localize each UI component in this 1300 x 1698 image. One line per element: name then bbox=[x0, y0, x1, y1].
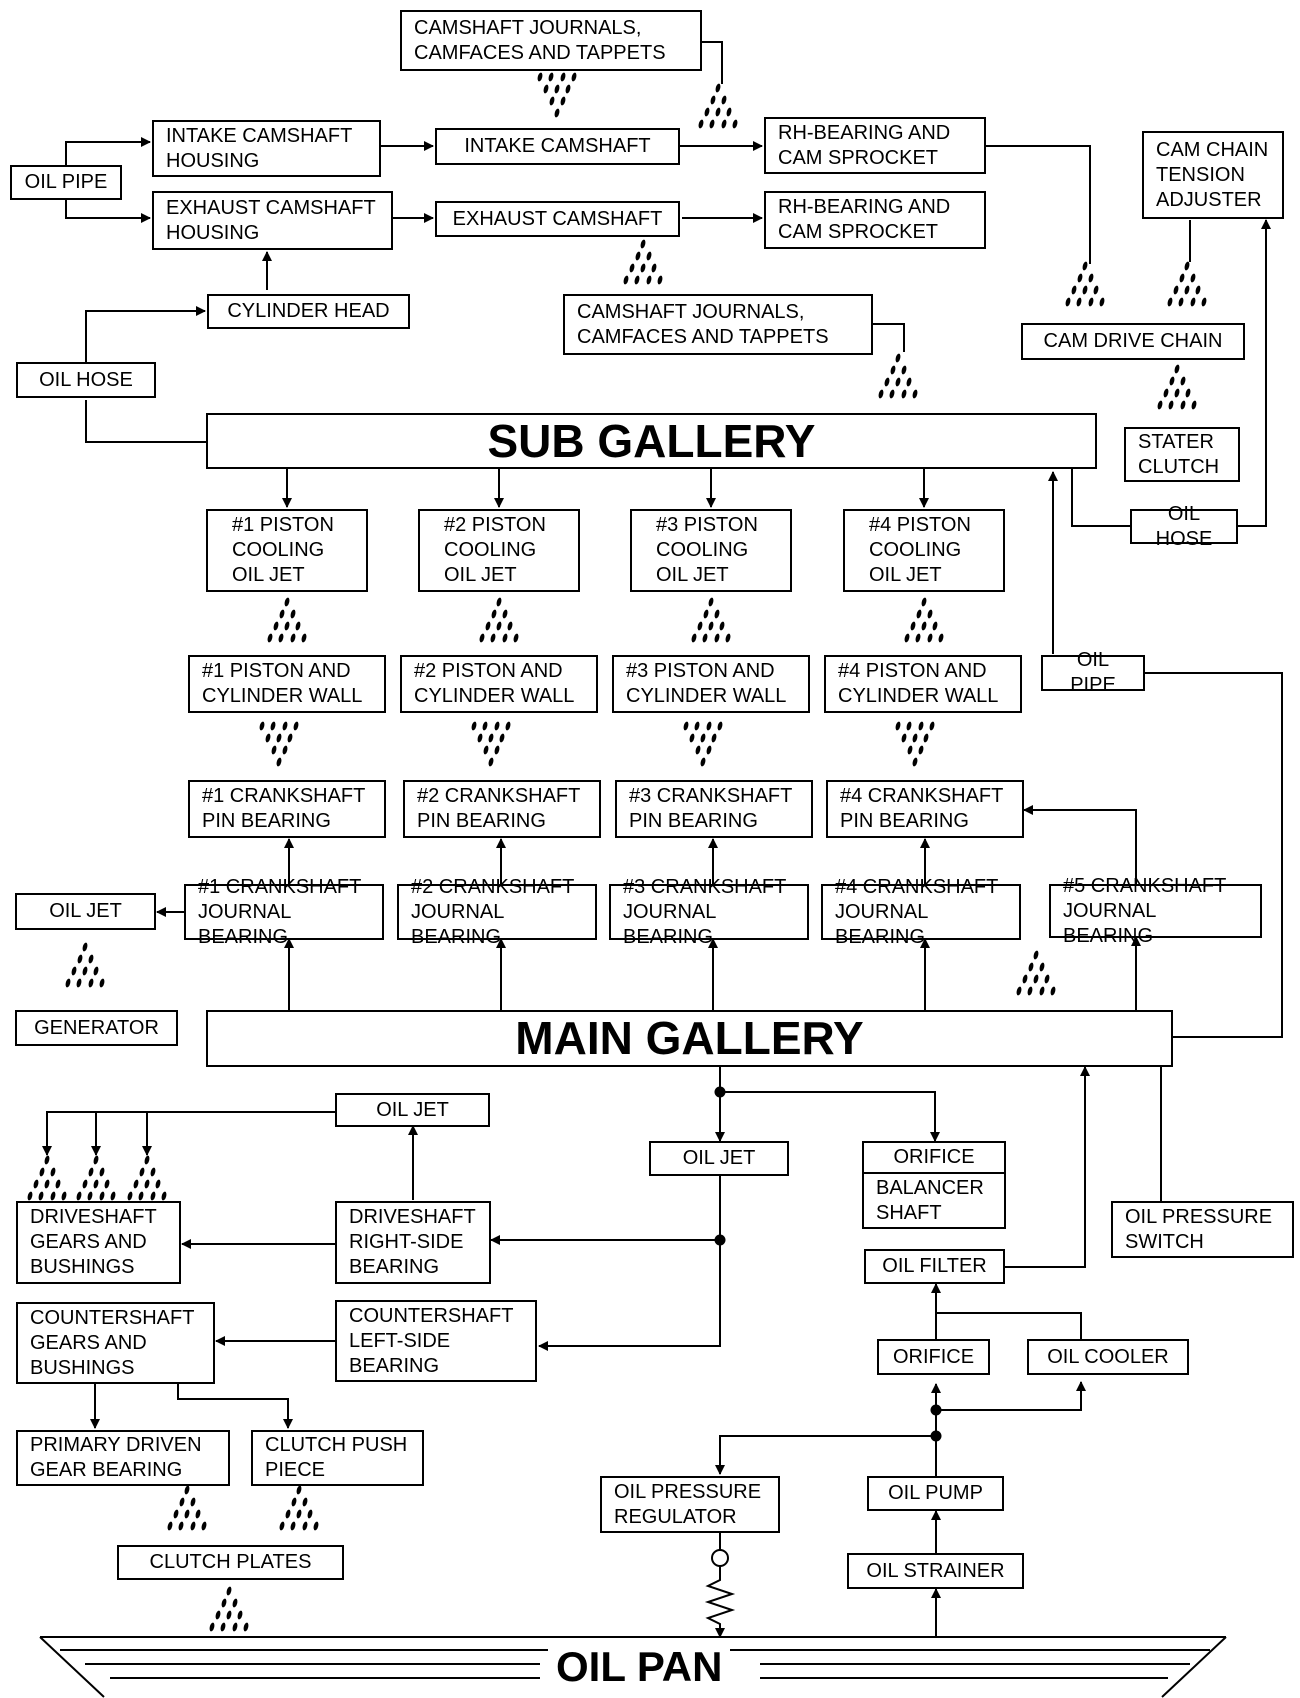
stater-clutch-box: STATER CLUTCH bbox=[1124, 427, 1240, 482]
camshaft-journals-mid-box: CAMSHAFT JOURNALS, CAMFACES AND TAPPETS bbox=[563, 294, 873, 355]
oil-cooler-box: OIL COOLER bbox=[1027, 1339, 1189, 1375]
generator-box: GENERATOR bbox=[15, 1010, 178, 1046]
crankshaft-journal-bearing-3-box: #3 CRANKSHAFT JOURNAL BEARING bbox=[609, 876, 809, 948]
oil-pan-label: OIL PAN bbox=[548, 1643, 731, 1691]
countershaft-gears-bushings-box: COUNTERSHAFT GEARS AND BUSHINGS bbox=[16, 1302, 215, 1384]
oil-pipe-mid-box: OIL PIPE bbox=[1041, 649, 1145, 696]
crankshaft-pin-bearing-4-box: #4 CRANKSHAFT PIN BEARING bbox=[826, 780, 1024, 838]
piston-cooling-oil-jet-1-box: #1 PISTON COOLING OIL JET bbox=[206, 509, 368, 592]
crankshaft-journal-bearing-5-box: #5 CRANKSHAFT JOURNAL BEARING bbox=[1049, 875, 1262, 947]
orifice-bottom-box: ORIFICE bbox=[877, 1339, 990, 1375]
camshaft-journals-top-box: CAMSHAFT JOURNALS, CAMFACES AND TAPPETS bbox=[400, 10, 702, 71]
oil-pump-box: OIL PUMP bbox=[867, 1476, 1004, 1511]
driveshaft-right-side-bearing-box: DRIVESHAFT RIGHT-SIDE BEARING bbox=[335, 1201, 491, 1284]
oil-jet-center-box: OIL JET bbox=[649, 1141, 789, 1176]
exhaust-camshaft-box: EXHAUST CAMSHAFT bbox=[435, 201, 680, 237]
intake-camshaft-box: INTAKE CAMSHAFT bbox=[435, 128, 680, 165]
intake-camshaft-housing-box: INTAKE CAMSHAFT HOUSING bbox=[152, 120, 381, 177]
piston-cylinder-wall-4-box: #4 PISTON AND CYLINDER WALL bbox=[824, 655, 1022, 713]
crankshaft-pin-bearing-3-box: #3 CRANKSHAFT PIN BEARING bbox=[615, 780, 813, 838]
oil-pressure-switch-box: OIL PRESSURE SWITCH bbox=[1111, 1201, 1294, 1258]
oil-filter-box: OIL FILTER bbox=[864, 1249, 1005, 1284]
clutch-push-piece-box: CLUTCH PUSH PIECE bbox=[251, 1430, 424, 1486]
piston-cylinder-wall-2-box: #2 PISTON AND CYLINDER WALL bbox=[400, 655, 598, 713]
piston-cylinder-wall-3-box: #3 PISTON AND CYLINDER WALL bbox=[612, 655, 810, 713]
piston-cooling-oil-jet-4-box: #4 PISTON COOLING OIL JET bbox=[843, 509, 1005, 592]
rh-bearing-cam-sprocket-1-box: RH-BEARING AND CAM SPROCKET bbox=[764, 117, 986, 174]
oil-hose-left-box: OIL HOSE bbox=[16, 362, 156, 398]
main-gallery-box: MAIN GALLERY bbox=[206, 1010, 1173, 1067]
piston-cooling-oil-jet-2-box: #2 PISTON COOLING OIL JET bbox=[418, 509, 580, 592]
clutch-plates-box: CLUTCH PLATES bbox=[117, 1545, 344, 1580]
crankshaft-journal-bearing-4-box: #4 CRANKSHAFT JOURNAL BEARING bbox=[821, 876, 1021, 948]
cam-drive-chain-box: CAM DRIVE CHAIN bbox=[1021, 323, 1245, 360]
oil-jet-driveshaft-box: OIL JET bbox=[335, 1093, 490, 1127]
crankshaft-journal-bearing-2-box: #2 CRANKSHAFT JOURNAL BEARING bbox=[397, 876, 597, 948]
oil-jet-left-box: OIL JET bbox=[15, 893, 156, 930]
countershaft-left-side-bearing-box: COUNTERSHAFT LEFT-SIDE BEARING bbox=[335, 1300, 537, 1382]
crankshaft-pin-bearing-2-box: #2 CRANKSHAFT PIN BEARING bbox=[403, 780, 601, 838]
oil-strainer-box: OIL STRAINER bbox=[847, 1553, 1024, 1589]
rh-bearing-cam-sprocket-2-box: RH-BEARING AND CAM SPROCKET bbox=[764, 191, 986, 249]
oil-hose-right-box: OIL HOSE bbox=[1130, 503, 1238, 550]
cam-chain-tension-adjuster-box: CAM CHAIN TENSION ADJUSTER bbox=[1142, 131, 1284, 219]
piston-cooling-oil-jet-3-box: #3 PISTON COOLING OIL JET bbox=[630, 509, 792, 592]
orifice-balancer-shaft-box: ORIFICE BALANCER SHAFT bbox=[862, 1141, 1006, 1229]
driveshaft-gears-bushings-box: DRIVESHAFT GEARS AND BUSHINGS bbox=[16, 1201, 181, 1284]
crankshaft-pin-bearing-1-box: #1 CRANKSHAFT PIN BEARING bbox=[188, 780, 386, 838]
balancer-shaft-label: BALANCER SHAFT bbox=[876, 1177, 984, 1224]
oil-pipe-top-box: OIL PIPE bbox=[10, 165, 122, 200]
sub-gallery-box: SUB GALLERY bbox=[206, 413, 1097, 469]
piston-cylinder-wall-1-box: #1 PISTON AND CYLINDER WALL bbox=[188, 655, 386, 713]
junction-dots bbox=[714, 1086, 942, 1442]
orifice-top-label: ORIFICE bbox=[864, 1143, 1004, 1174]
primary-driven-gear-bearing-box: PRIMARY DRIVEN GEAR BEARING bbox=[16, 1430, 230, 1486]
exhaust-camshaft-housing-box: EXHAUST CAMSHAFT HOUSING bbox=[152, 191, 393, 250]
oil-pressure-regulator-box: OIL PRESSURE REGULATOR bbox=[600, 1476, 780, 1533]
cylinder-head-box: CYLINDER HEAD bbox=[207, 294, 410, 329]
crankshaft-journal-bearing-1-box: #1 CRANKSHAFT JOURNAL BEARING bbox=[184, 876, 384, 948]
